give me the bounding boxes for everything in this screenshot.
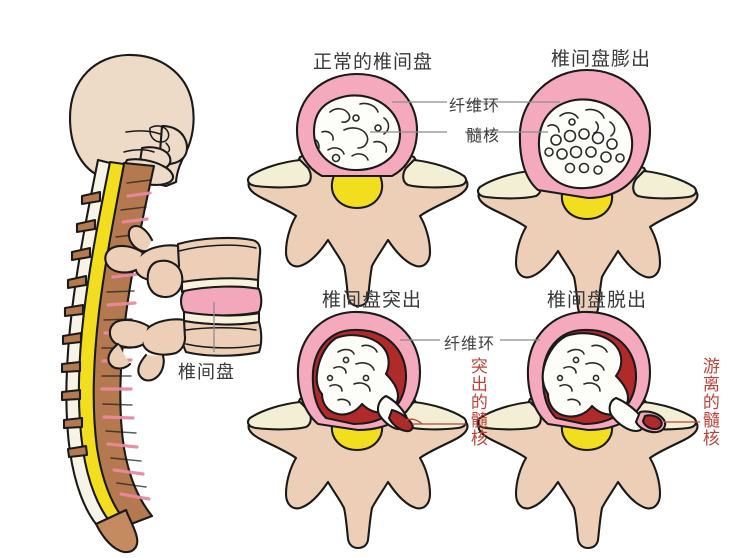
panel-bulging-artwork	[476, 68, 699, 319]
panel-title-protrusion: 椎间盘突出	[322, 290, 423, 311]
label-protruded-nucleus: 突出的髓核	[467, 357, 487, 447]
panel-title-extrusion: 椎间盘脱出	[547, 290, 648, 311]
panel-title-bulging: 椎间盘膨出	[551, 49, 652, 70]
label-nucleus-top: 髓核	[466, 128, 501, 145]
label-annulus-bottom: 纤维环	[444, 336, 496, 353]
panel-title-normal: 正常的椎间盘	[313, 52, 434, 73]
skull-and-spine-group	[60, 53, 195, 554]
panel-normal-artwork	[246, 72, 513, 308]
label-annulus-top: 纤维环	[449, 98, 501, 115]
lumbar-detail-group	[104, 224, 263, 382]
label-free-nucleus: 游离的髓核	[699, 357, 719, 447]
label-intervertebral-disc: 椎间盘	[178, 362, 235, 382]
panel-extrusion-artwork	[476, 310, 700, 550]
panel-protrusion-artwork	[246, 310, 469, 550]
